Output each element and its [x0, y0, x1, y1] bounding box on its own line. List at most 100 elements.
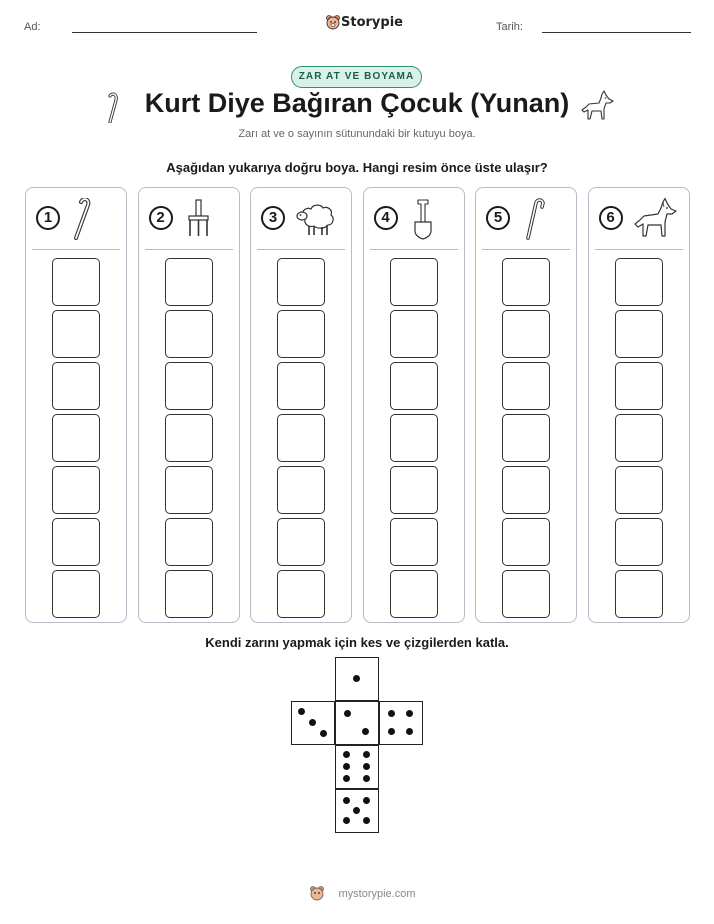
sheep-icon	[295, 198, 341, 245]
color-box[interactable]	[277, 310, 325, 358]
color-box[interactable]	[389, 414, 438, 462]
color-box[interactable]	[164, 310, 213, 358]
color-box[interactable]	[614, 518, 663, 566]
footer-logo-icon	[309, 885, 325, 901]
column-divider	[594, 249, 683, 250]
color-box[interactable]	[52, 258, 100, 306]
dice-pip	[342, 775, 350, 783]
color-box[interactable]	[164, 258, 213, 306]
color-box[interactable]	[614, 414, 663, 462]
color-box[interactable]	[277, 466, 325, 514]
color-box[interactable]	[389, 310, 438, 358]
footer-url[interactable]: mystorypie.com	[338, 888, 416, 900]
dice-face-center	[335, 701, 379, 745]
dice-pip	[309, 719, 316, 726]
dice-pip	[342, 750, 350, 758]
dice-pip	[353, 675, 360, 682]
dice-instruction: Kendi zarını yapmak için kes ve çizgiler…	[205, 635, 509, 650]
name-line[interactable]	[72, 32, 257, 33]
color-box[interactable]	[502, 518, 550, 566]
color-box[interactable]	[52, 466, 100, 514]
color-box[interactable]	[52, 362, 100, 410]
dice-pip	[406, 728, 414, 736]
color-box[interactable]	[52, 414, 100, 462]
column-number: 5	[486, 206, 510, 230]
column-divider	[32, 249, 120, 250]
color-box[interactable]	[502, 310, 550, 358]
color-box[interactable]	[164, 414, 213, 462]
wolf-icon	[633, 197, 679, 245]
shovel-icon	[408, 198, 454, 245]
dice-pip	[363, 750, 371, 758]
dice-face-right	[379, 701, 423, 745]
column-divider	[482, 249, 570, 250]
dice-face-top	[335, 657, 379, 701]
column-divider	[257, 249, 345, 250]
subtitle: Zarı at ve o sayının sütunundaki bir kut…	[238, 128, 476, 140]
color-box[interactable]	[164, 362, 213, 410]
column-number: 6	[598, 206, 623, 230]
color-box[interactable]	[277, 414, 325, 462]
color-box[interactable]	[164, 570, 213, 618]
dice-pip	[363, 763, 371, 770]
shepherd-crook-icon	[70, 197, 116, 245]
date-line[interactable]	[542, 32, 691, 33]
coloring-instruction: Aşağıdan yukarıya doğru boya. Hangi resi…	[166, 160, 548, 175]
color-box[interactable]	[389, 466, 438, 514]
dice-pip	[363, 775, 371, 783]
color-box[interactable]	[277, 362, 325, 410]
color-box[interactable]	[277, 258, 325, 306]
dice-column-5: 5	[475, 187, 577, 623]
dice-face-bottom	[335, 789, 379, 833]
dice-pip	[406, 709, 414, 717]
dice-column-2: 2	[137, 187, 240, 623]
column-number: 3	[261, 206, 285, 230]
color-box[interactable]	[614, 570, 663, 618]
dice-column-1: 1	[25, 187, 127, 623]
column-number: 2	[148, 206, 173, 230]
dice-pip	[343, 709, 351, 717]
dice-pip	[342, 796, 350, 804]
page-title: Kurt Diye Bağıran Çocuk (Yunan)	[144, 88, 570, 118]
column-divider	[369, 249, 458, 250]
color-box[interactable]	[164, 466, 213, 514]
color-box[interactable]	[614, 310, 663, 358]
dice-pip	[362, 728, 370, 736]
color-box[interactable]	[389, 518, 438, 566]
brand-name: Storypie	[341, 15, 403, 30]
color-box[interactable]	[502, 258, 550, 306]
color-box[interactable]	[502, 362, 550, 410]
dice-pip	[320, 730, 328, 738]
dice-pip	[353, 807, 360, 814]
dice-pip	[387, 709, 395, 717]
dice-column-4: 4	[362, 187, 465, 623]
walking-cane-icon	[520, 198, 566, 245]
column-number: 1	[36, 206, 60, 230]
dice-column-6: 6	[587, 187, 690, 623]
title-crook-icon	[104, 91, 124, 128]
column-divider	[144, 249, 233, 250]
color-box[interactable]	[277, 570, 325, 618]
dice-face-lower	[335, 745, 379, 789]
color-box[interactable]	[277, 518, 325, 566]
color-box[interactable]	[52, 570, 100, 618]
color-box[interactable]	[164, 518, 213, 566]
color-box[interactable]	[614, 466, 663, 514]
name-label: Ad:	[24, 21, 41, 33]
color-box[interactable]	[502, 414, 550, 462]
color-box[interactable]	[52, 518, 100, 566]
pitchfork-icon	[183, 198, 229, 245]
date-label: Tarih:	[496, 21, 523, 33]
color-box[interactable]	[502, 466, 550, 514]
dice-pip	[363, 817, 371, 825]
color-box[interactable]	[502, 570, 550, 618]
color-box[interactable]	[614, 362, 663, 410]
dice-column-3: 3	[250, 187, 352, 623]
color-box[interactable]	[389, 258, 438, 306]
color-box[interactable]	[389, 570, 438, 618]
color-box[interactable]	[52, 310, 100, 358]
dice-pip	[342, 817, 350, 825]
color-box[interactable]	[389, 362, 438, 410]
column-number: 4	[373, 206, 398, 230]
color-box[interactable]	[614, 258, 663, 306]
